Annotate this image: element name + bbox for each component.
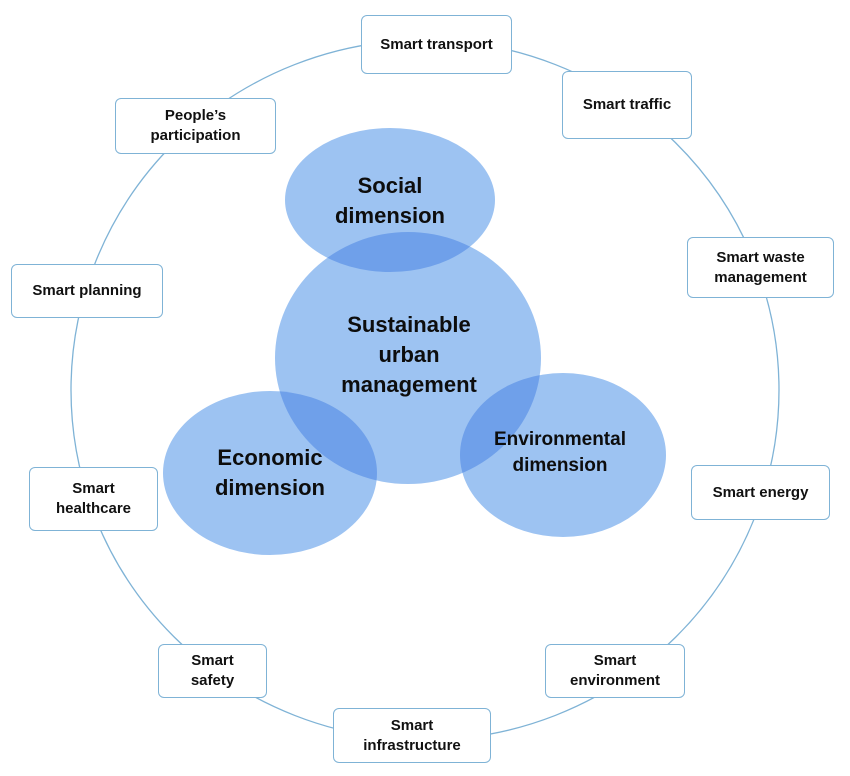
node-smart-energy: Smart energy (691, 465, 830, 520)
node-text: safety (190, 672, 235, 689)
node-text: participation (150, 127, 241, 144)
economic-overlap (275, 391, 377, 484)
node-text: Smart (72, 480, 115, 497)
center-label: Sustainable urban management (318, 307, 500, 403)
node-smart-transport: Smart transport (361, 15, 512, 74)
social-circle (285, 128, 495, 272)
environmental-dimension-label: Environmental dimension (470, 424, 650, 482)
node-smart-infrastructure: Smart infrastructure (333, 708, 491, 763)
node-smart-environment: Smart environment (545, 644, 685, 698)
node-peoples-participation: People’s participation (115, 98, 276, 154)
node-text: Smart traffic (582, 96, 672, 113)
node-smart-planning: Smart planning (11, 264, 163, 318)
node-text: Smart waste (716, 248, 805, 266)
social-line-2: dimension (334, 203, 445, 228)
center-line-1: Sustainable (347, 312, 471, 337)
center-line-2: urban (378, 342, 440, 367)
node-smart-healthcare: Smart healthcare (29, 467, 158, 531)
node-text: Smart energy (712, 483, 809, 501)
node-text: environment (569, 672, 660, 689)
environmental-line-2: dimension (512, 455, 608, 476)
node-text: infrastructure (363, 736, 461, 754)
economic-line-2: dimension (214, 475, 325, 500)
social-dimension-label: Social dimension (300, 168, 480, 234)
environmental-overlap (460, 373, 541, 484)
node-text: Smart (191, 652, 234, 669)
node-text: Smart planning (32, 282, 142, 299)
node-smart-waste-management: Smart waste management (687, 237, 834, 298)
environmental-line-1: Environmental (494, 429, 626, 450)
node-text: People’s (164, 107, 227, 124)
economic-line-1: Economic (217, 445, 323, 470)
node-smart-traffic: Smart traffic (562, 71, 692, 139)
node-smart-safety: Smart safety (158, 644, 267, 698)
node-text: Smart (593, 652, 637, 669)
node-text: management (714, 268, 807, 286)
node-text: Smart transport (380, 35, 493, 53)
node-text: healthcare (55, 500, 132, 517)
center-line-3: management (341, 372, 477, 397)
node-text: Smart (390, 716, 434, 734)
social-line-1: Social (357, 173, 423, 198)
economic-dimension-label: Economic dimension (180, 440, 360, 506)
